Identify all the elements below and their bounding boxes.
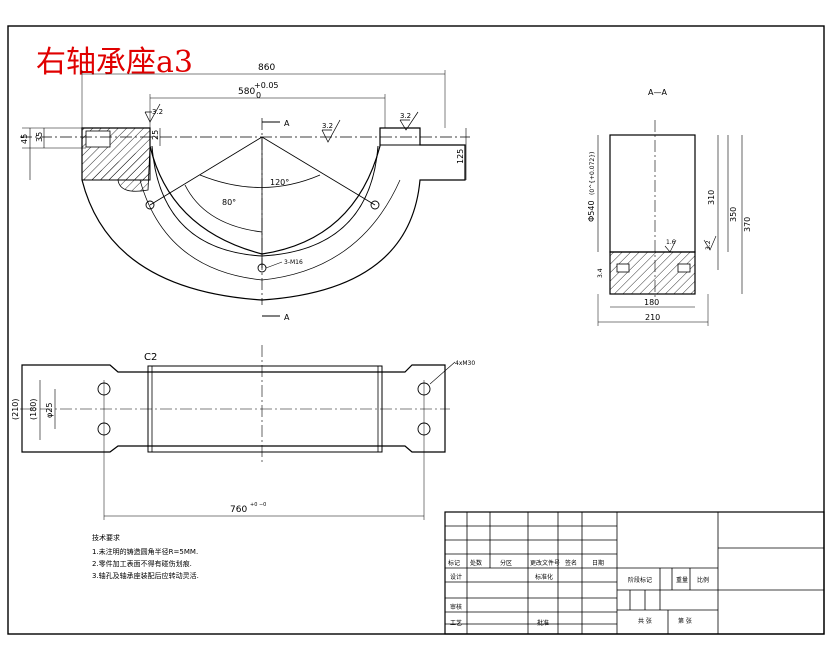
- tb-design: 设计: [450, 573, 462, 581]
- section-view: [597, 120, 743, 326]
- top-dim-210: (210): [11, 398, 20, 420]
- notes-heading: 技术要求: [92, 533, 120, 542]
- rough-center: 3.2: [322, 122, 333, 130]
- tb-change-doc: 更改文件号: [530, 559, 560, 567]
- side-dim-350: 350: [729, 207, 738, 222]
- side-dim-34: 3.4: [597, 268, 604, 278]
- notes-item-3: 3.轴孔及轴承座装配后应转动灵活.: [92, 571, 199, 580]
- section-label: A—A: [648, 88, 667, 97]
- dim-35: 35: [35, 132, 44, 142]
- side-rough: 3.2: [705, 240, 712, 250]
- dim-bore-tol-upper: +0.05: [254, 81, 279, 90]
- tb-zone: 分区: [500, 559, 512, 567]
- angle-120: 120°: [270, 178, 289, 187]
- side-dim-dia: Φ540: [587, 200, 596, 222]
- rough-right: 3.2: [400, 112, 411, 120]
- side-dim-dia-tol: (0^{+0.072}): [589, 152, 596, 195]
- top-dim-760: 760: [230, 505, 247, 515]
- top-view: [20, 345, 456, 520]
- hole-note-m16: 3-M16: [284, 259, 303, 266]
- top-dim-760-tol: +0 −0: [250, 502, 266, 508]
- angle-80: 80°: [222, 198, 236, 207]
- notes-item-2: 2.零件加工表面不得有碰伤划痕.: [92, 559, 192, 568]
- cut-mark-a-bottom: A: [284, 313, 290, 322]
- notes-item-1: 1.未注明的铸造圆角半径R=5MM.: [92, 547, 198, 556]
- tb-scale: 比例: [697, 576, 709, 584]
- dim-bore-span: 580: [238, 87, 255, 97]
- tb-weight: 重量: [676, 576, 688, 584]
- title-block: [444, 511, 825, 635]
- top-hole-note: 4xM30: [455, 360, 475, 367]
- tb-total-sheets: 共 张: [638, 617, 652, 625]
- top-chamfer: C2: [144, 352, 157, 363]
- side-dim-310: 310: [707, 190, 716, 205]
- dim-25: 25: [151, 130, 160, 140]
- tb-sheet-no: 第 张: [678, 617, 692, 625]
- tb-standardize: 标准化: [535, 573, 553, 581]
- tb-count: 处数: [470, 559, 482, 567]
- top-dim-180: (180): [29, 398, 38, 420]
- dim-overall: 860: [258, 63, 275, 73]
- tb-process: 工艺: [450, 619, 462, 627]
- tb-date: 日期: [592, 559, 604, 567]
- tb-stage-mark: 阶段标记: [628, 576, 652, 584]
- tb-approve: 批准: [537, 619, 549, 627]
- dim-125: 125: [456, 149, 465, 164]
- rough-left: 3.2: [152, 108, 163, 116]
- dim-45: 45: [20, 134, 29, 144]
- top-dim-25: φ25: [45, 403, 54, 418]
- cut-mark-a-top: A: [284, 119, 290, 128]
- tb-signature: 签名: [565, 559, 577, 567]
- tb-mark: 标记: [448, 559, 460, 567]
- side-rough-inner: 1.6: [666, 239, 676, 246]
- tb-review: 审核: [450, 603, 462, 611]
- side-dim-210: 210: [645, 313, 660, 322]
- front-view: [20, 70, 470, 317]
- dim-bore-tol-lower: 0: [256, 91, 261, 100]
- side-dim-180: 180: [644, 298, 659, 307]
- drawing-frame: [7, 25, 825, 635]
- side-dim-370: 370: [743, 217, 752, 232]
- drawing-title: 右轴承座a3: [36, 45, 193, 80]
